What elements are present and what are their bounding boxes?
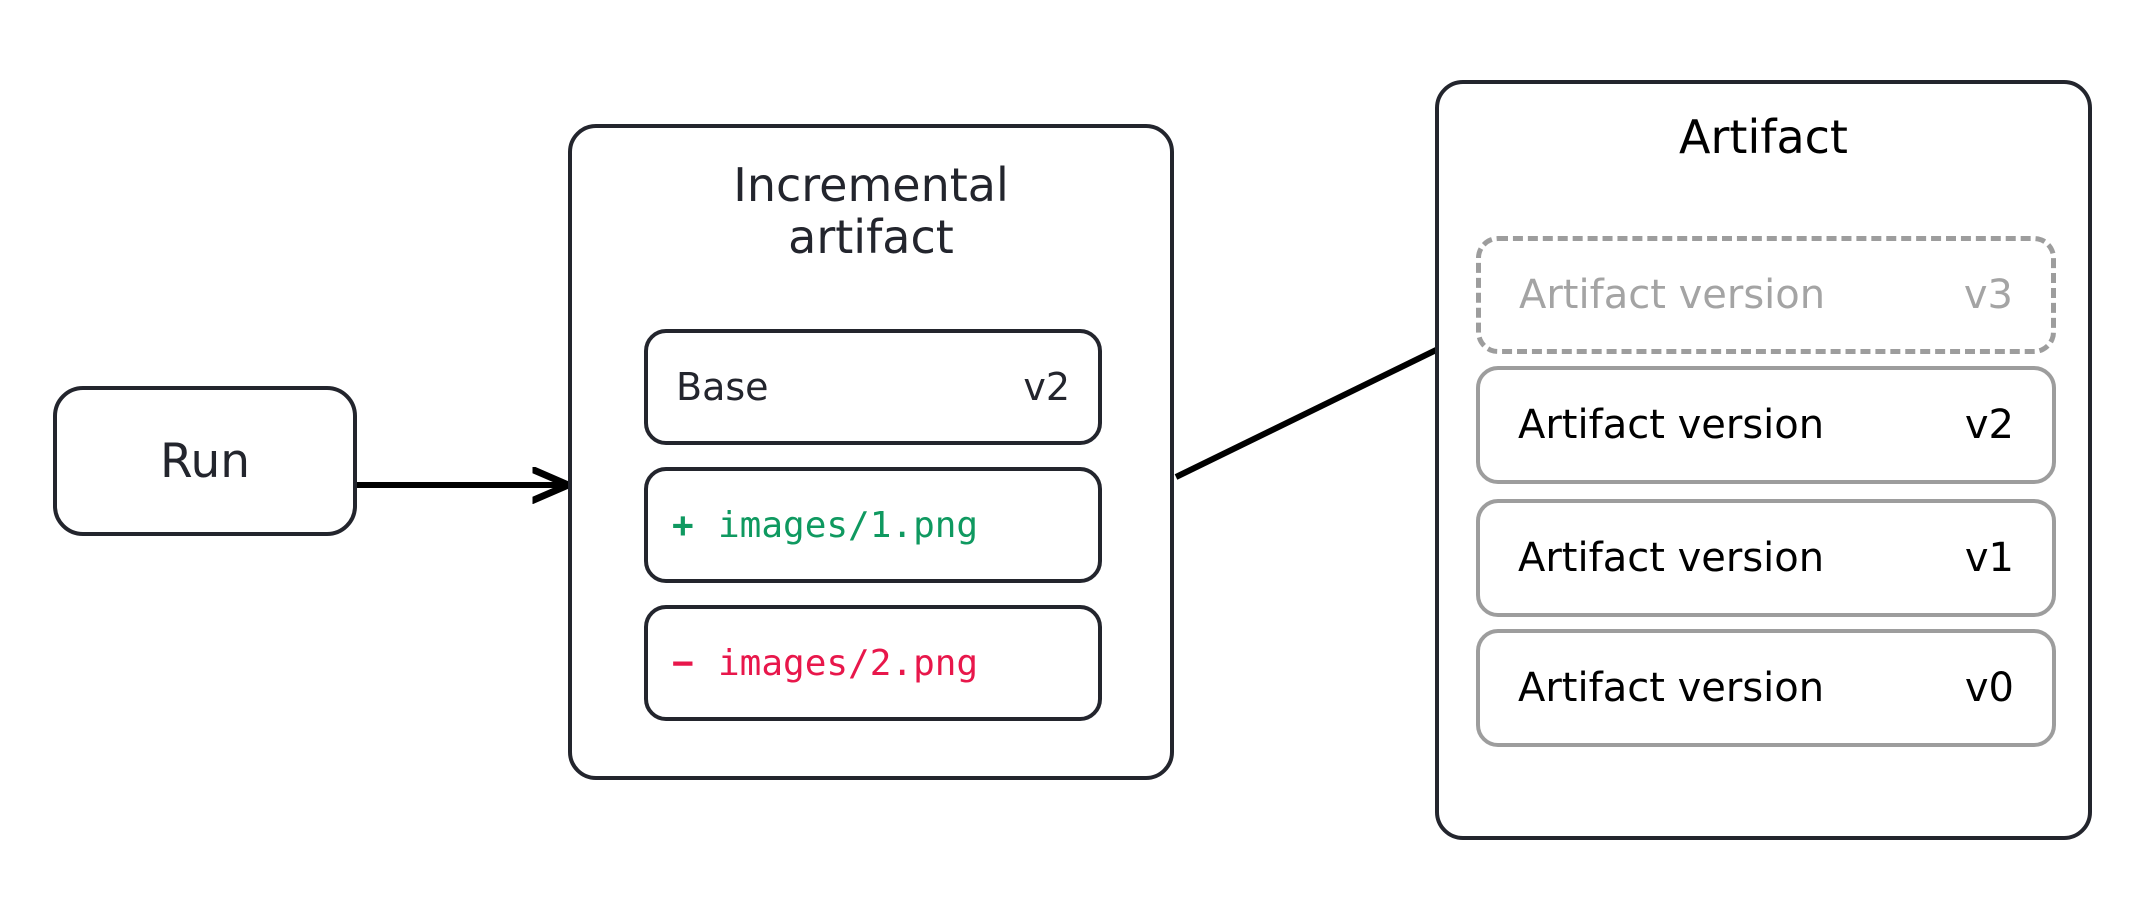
incremental-artifact-node[interactable]: Incremental artifact Base v2 + images/1.…	[568, 124, 1174, 780]
run-node-label: Run	[159, 433, 251, 489]
incremental-row-removed[interactable]: − images/2.png	[644, 605, 1102, 721]
artifact-version-row-v1-label: Artifact version	[1518, 535, 1825, 581]
artifact-title: Artifact	[1679, 110, 1848, 164]
artifact-version-row-v2-label: Artifact version	[1518, 402, 1825, 448]
artifact-node[interactable]: Artifact Artifact version v3 Artifact ve…	[1435, 80, 2092, 840]
incremental-row-added[interactable]: + images/1.png	[644, 467, 1102, 583]
artifact-version-row-v3-label: Artifact version	[1519, 272, 1826, 318]
artifact-version-row-v0-version: v0	[1964, 665, 2014, 711]
incremental-row-base-label: Base	[676, 365, 769, 409]
minus-icon: −	[672, 642, 694, 684]
incremental-row-added-path: images/1.png	[718, 504, 979, 546]
artifact-version-row-v0-label: Artifact version	[1518, 665, 1825, 711]
artifact-version-row-v1[interactable]: Artifact version v1	[1476, 499, 2056, 617]
artifact-version-row-v3-version: v3	[1963, 272, 2013, 318]
incremental-row-removed-path: images/2.png	[718, 642, 979, 684]
artifact-version-row-v2-version: v2	[1964, 402, 2014, 448]
artifact-version-row-v0[interactable]: Artifact version v0	[1476, 629, 2056, 747]
incremental-row-base[interactable]: Base v2	[644, 329, 1102, 445]
incremental-artifact-title: Incremental artifact	[733, 158, 1009, 264]
incremental-row-base-version: v2	[1023, 365, 1070, 409]
plus-icon: +	[672, 504, 694, 546]
artifact-version-row-v3[interactable]: Artifact version v3	[1476, 236, 2056, 354]
run-node[interactable]: Run	[53, 386, 357, 536]
artifact-version-row-v1-version: v1	[1964, 535, 2014, 581]
artifact-version-row-v2[interactable]: Artifact version v2	[1476, 366, 2056, 484]
arrow-incremental-to-artifact	[1174, 332, 1473, 480]
